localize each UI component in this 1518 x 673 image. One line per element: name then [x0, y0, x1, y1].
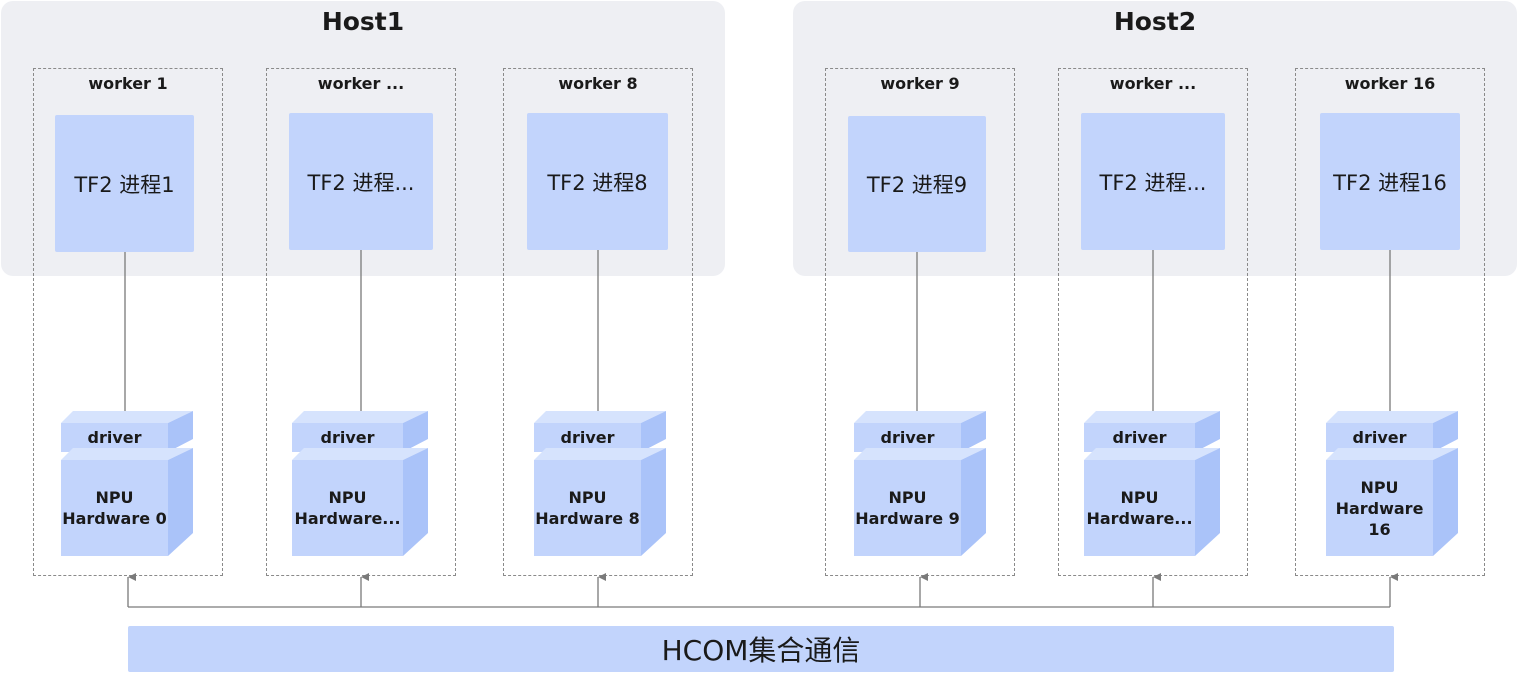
npu-label: NPU Hardware 16	[1326, 460, 1433, 556]
npu-cube	[854, 448, 986, 556]
worker-label: worker 1	[88, 74, 168, 93]
npu-label-line: NPU	[1120, 488, 1159, 507]
worker-label: worker 9	[880, 74, 960, 93]
driver-cube	[1084, 411, 1220, 452]
driver-label: driver	[1112, 428, 1167, 447]
npu-label-line: NPU	[888, 488, 927, 507]
driver-cube	[1326, 411, 1458, 452]
driver-label: driver	[87, 428, 142, 447]
host-title: Host2	[1113, 7, 1197, 36]
npu-label: NPU Hardware...	[292, 460, 403, 556]
npu-label-line: 16	[1368, 519, 1391, 539]
npu-label: NPU Hardware 9	[854, 460, 961, 556]
npu-label-line: NPU	[95, 488, 134, 507]
hcom-bus-bar: HCOM集合通信	[128, 626, 1394, 672]
process-box: TF2 进程8	[527, 113, 668, 250]
npu-label-line: NPU	[568, 488, 607, 507]
npu-cube	[534, 448, 666, 556]
npu-label-line: Hardware...	[294, 509, 401, 528]
npu-label-line: Hardware 9	[855, 509, 960, 528]
npu-cube	[292, 448, 428, 556]
host-title: Host1	[321, 7, 405, 36]
worker-label: worker ...	[1109, 74, 1197, 93]
driver-label: driver	[880, 428, 935, 447]
process-box: TF2 进程...	[289, 113, 433, 250]
worker-label: worker 16	[1344, 74, 1436, 93]
process-box: TF2 进程9	[848, 116, 986, 252]
npu-cube	[1326, 448, 1458, 556]
worker-label: worker ...	[317, 74, 405, 93]
npu-label: NPU Hardware...	[1084, 460, 1195, 556]
driver-cube	[854, 411, 986, 452]
npu-label-line: Hardware 0	[62, 509, 167, 528]
npu-cube	[1084, 448, 1220, 556]
driver-label: driver	[320, 428, 375, 447]
npu-label-line: Hardware 8	[535, 509, 640, 528]
npu-label-line: Hardware	[1335, 498, 1424, 518]
npu-label-line: NPU	[328, 488, 367, 507]
driver-label: driver	[1352, 428, 1407, 447]
process-box: TF2 进程1	[55, 115, 194, 252]
driver-cube	[61, 411, 193, 452]
npu-label-line: Hardware...	[1086, 509, 1193, 528]
driver-cube	[534, 411, 666, 452]
driver-cube	[292, 411, 428, 452]
npu-label: NPU Hardware 0	[61, 460, 168, 556]
npu-label-line: NPU	[1360, 477, 1399, 497]
driver-label: driver	[560, 428, 615, 447]
npu-label: NPU Hardware 8	[534, 460, 641, 556]
process-box: TF2 进程...	[1081, 113, 1225, 250]
process-box: TF2 进程16	[1320, 113, 1460, 250]
npu-cube	[61, 448, 193, 556]
worker-label: worker 8	[558, 74, 638, 93]
